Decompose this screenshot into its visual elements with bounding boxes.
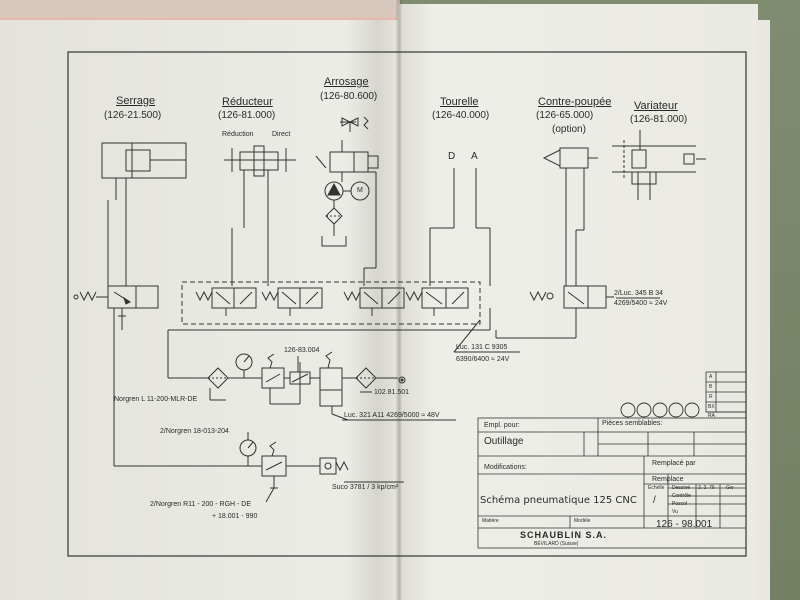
luc-131-voltage: 6390/6400 ≈ 24V bbox=[456, 356, 510, 363]
tb-rev-bx: BX bbox=[708, 404, 715, 410]
title-block-lines bbox=[477, 371, 747, 549]
luc-345-label: 2/Luc. 345 B 34 bbox=[614, 290, 664, 297]
direct-label: Direct bbox=[272, 131, 291, 138]
norgren-18-label: 2/Norgren 18-013-204 bbox=[160, 428, 229, 435]
contre-poupee-option: (option) bbox=[552, 124, 586, 135]
tb-rev-ra: RA bbox=[708, 413, 715, 419]
serrage-title: Serrage bbox=[116, 95, 156, 107]
tb-vu: Vu bbox=[672, 509, 678, 515]
variateur-code: (126-81.000) bbox=[630, 114, 688, 125]
tb-echelle: Echelle bbox=[648, 485, 665, 491]
tb-remplace-par: Remplacé par bbox=[652, 460, 696, 467]
valve-arrosage bbox=[343, 287, 405, 316]
tb-schema-title: Schéma pneumatique 125 CNC bbox=[480, 495, 637, 506]
tb-drawing-number: 126 - 98.001 bbox=[656, 519, 713, 530]
norgren-r11-label: 2/Norgren R11 - 200 - RGH - DE bbox=[150, 501, 252, 508]
valve-reducteur-2 bbox=[261, 287, 323, 316]
tb-matiere: Matière bbox=[482, 518, 499, 524]
frl-unit bbox=[207, 351, 406, 421]
paper-sheet-right bbox=[398, 4, 758, 600]
tb-dessine: Dessiné bbox=[672, 485, 691, 491]
tourelle-a-label: A bbox=[471, 151, 478, 162]
tourelle-code: (126-40.000) bbox=[432, 110, 490, 121]
tourelle-d-label: D bbox=[448, 151, 456, 162]
code-126-83-label: 126-83.004 bbox=[284, 347, 320, 354]
supply-lines bbox=[113, 308, 577, 467]
valve-contre-poupee bbox=[529, 285, 614, 316]
tb-rev-r: R bbox=[709, 394, 713, 400]
leader-lines bbox=[209, 297, 660, 503]
reducteur-cylinder bbox=[224, 145, 296, 286]
tb-dessine-initials: Gw bbox=[726, 485, 734, 491]
valve-tourelle bbox=[405, 287, 469, 316]
luc-345-voltage: 4269/5400 ≈ 24V bbox=[614, 300, 668, 307]
reducteur-code: (126-81.000) bbox=[218, 110, 276, 121]
arrosage-code: (126-80.600) bbox=[320, 91, 378, 102]
code-18001-label: + 18.001 - 990 bbox=[212, 513, 258, 520]
revision-circles bbox=[620, 402, 700, 418]
tb-controle: Contrôle bbox=[672, 493, 691, 499]
tb-poscol: Poscol bbox=[672, 501, 688, 507]
luc-321-label: Luc. 321 A11 4269/5000 ≈ 48V bbox=[344, 412, 440, 419]
contre-poupee-title: Contre-poupée bbox=[538, 96, 612, 108]
tb-modifications: Modifications: bbox=[484, 464, 527, 471]
contre-poupee-code: (126-65.000) bbox=[536, 110, 594, 121]
tb-pieces-semblables: Pièces semblables: bbox=[602, 420, 663, 427]
valve-serrage bbox=[73, 285, 159, 317]
norgren-l11-label: Norgren L 11-200-MLR-DE bbox=[114, 396, 198, 403]
tb-dessine-value: 3. 3. 76 bbox=[698, 485, 715, 491]
valve-group-box bbox=[181, 281, 481, 325]
tb-outillage: Outillage bbox=[484, 436, 524, 447]
code-102-label: 102.81.501 bbox=[374, 389, 410, 396]
serrage-code: (126-21.500) bbox=[104, 110, 162, 121]
motor-label: M bbox=[357, 187, 363, 194]
serrage-cylinder bbox=[101, 142, 187, 286]
tb-modele: Modèle bbox=[574, 518, 591, 524]
contre-poupee-cylinder bbox=[542, 147, 598, 286]
tb-company: SCHAUBLIN S.A. bbox=[520, 530, 608, 540]
variateur-unit bbox=[612, 130, 706, 200]
tb-empl-pour: Empl. pour: bbox=[484, 422, 520, 429]
valve-reducteur bbox=[195, 287, 257, 316]
tb-city: BÉVILARD (Suisse) bbox=[534, 541, 579, 547]
tb-echelle-value: / bbox=[653, 495, 656, 506]
tb-rev-b: B bbox=[709, 384, 713, 390]
paper-fold bbox=[396, 0, 402, 600]
variateur-title: Variateur bbox=[634, 100, 678, 112]
luc-131-label: Luc. 131 C 9305 bbox=[456, 344, 508, 351]
tourelle-title: Tourelle bbox=[440, 96, 479, 108]
arrosage-title: Arrosage bbox=[324, 76, 369, 88]
suco-label: Suco 3781 / 3 kp/cm² bbox=[332, 484, 399, 491]
tb-remplace: Remplace bbox=[652, 476, 684, 483]
drawing-frame bbox=[67, 51, 747, 557]
tourelle-lines bbox=[429, 168, 491, 286]
arrosage-circuit bbox=[315, 116, 379, 286]
reduction-label: Réduction bbox=[222, 131, 254, 138]
reducteur-title: Réducteur bbox=[222, 96, 273, 108]
tb-rev-a: A bbox=[709, 374, 713, 380]
lower-regulator bbox=[239, 439, 349, 489]
